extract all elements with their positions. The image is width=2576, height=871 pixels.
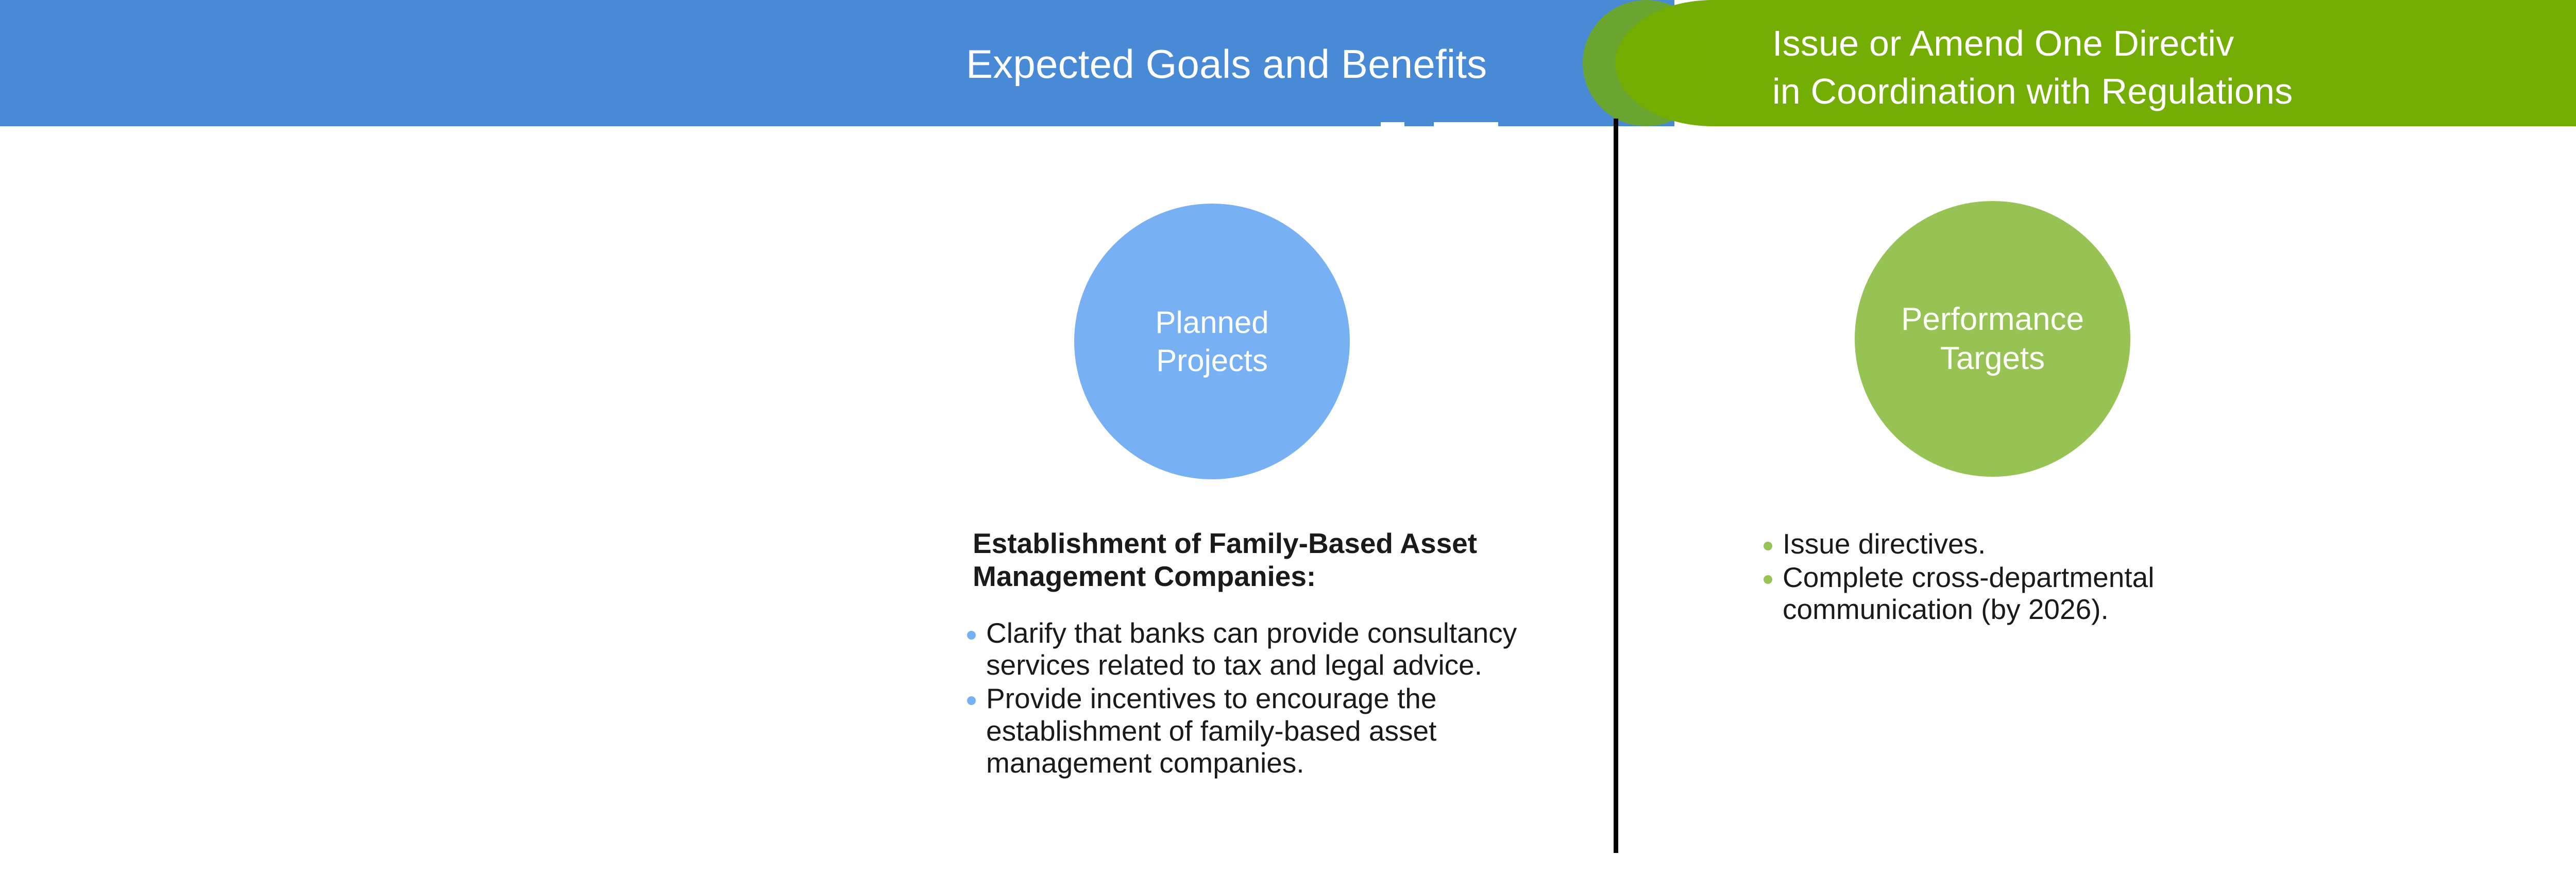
list-item: Complete cross-departmental communicatio…: [1764, 561, 2258, 626]
list-item: Issue directives.: [1764, 528, 2258, 560]
banner-edge-artifact: [1434, 122, 1498, 126]
list-item: Provide incentives to encourage the esta…: [967, 682, 1518, 779]
right-banner: [1615, 0, 2576, 126]
column-divider: [1614, 119, 1618, 853]
left-bullet-list: Clarify that banks can provide consultan…: [967, 617, 1518, 779]
banner-overlap-lens: [1583, 0, 1709, 126]
right-banner-title: Issue or Amend One Directiv in Coordinat…: [1772, 23, 2293, 112]
planned-projects-bubble: Planned Projects: [1074, 204, 1350, 479]
performance-targets-bubble: Performance Targets: [1855, 201, 2130, 477]
right-content-block: Issue directives. Complete cross-departm…: [1764, 528, 2258, 627]
left-banner: [0, 0, 1674, 126]
right-bullet-list: Issue directives. Complete cross-departm…: [1764, 528, 2258, 626]
left-banner-title: Expected Goals and Benefits: [966, 41, 1487, 87]
left-content-block: Establishment of Family-Based Asset Mana…: [967, 527, 1518, 780]
left-content-heading: Establishment of Family-Based Asset Mana…: [973, 527, 1478, 593]
banner-edge-artifact: [1381, 122, 1404, 126]
list-item: Clarify that banks can provide consultan…: [967, 617, 1518, 681]
